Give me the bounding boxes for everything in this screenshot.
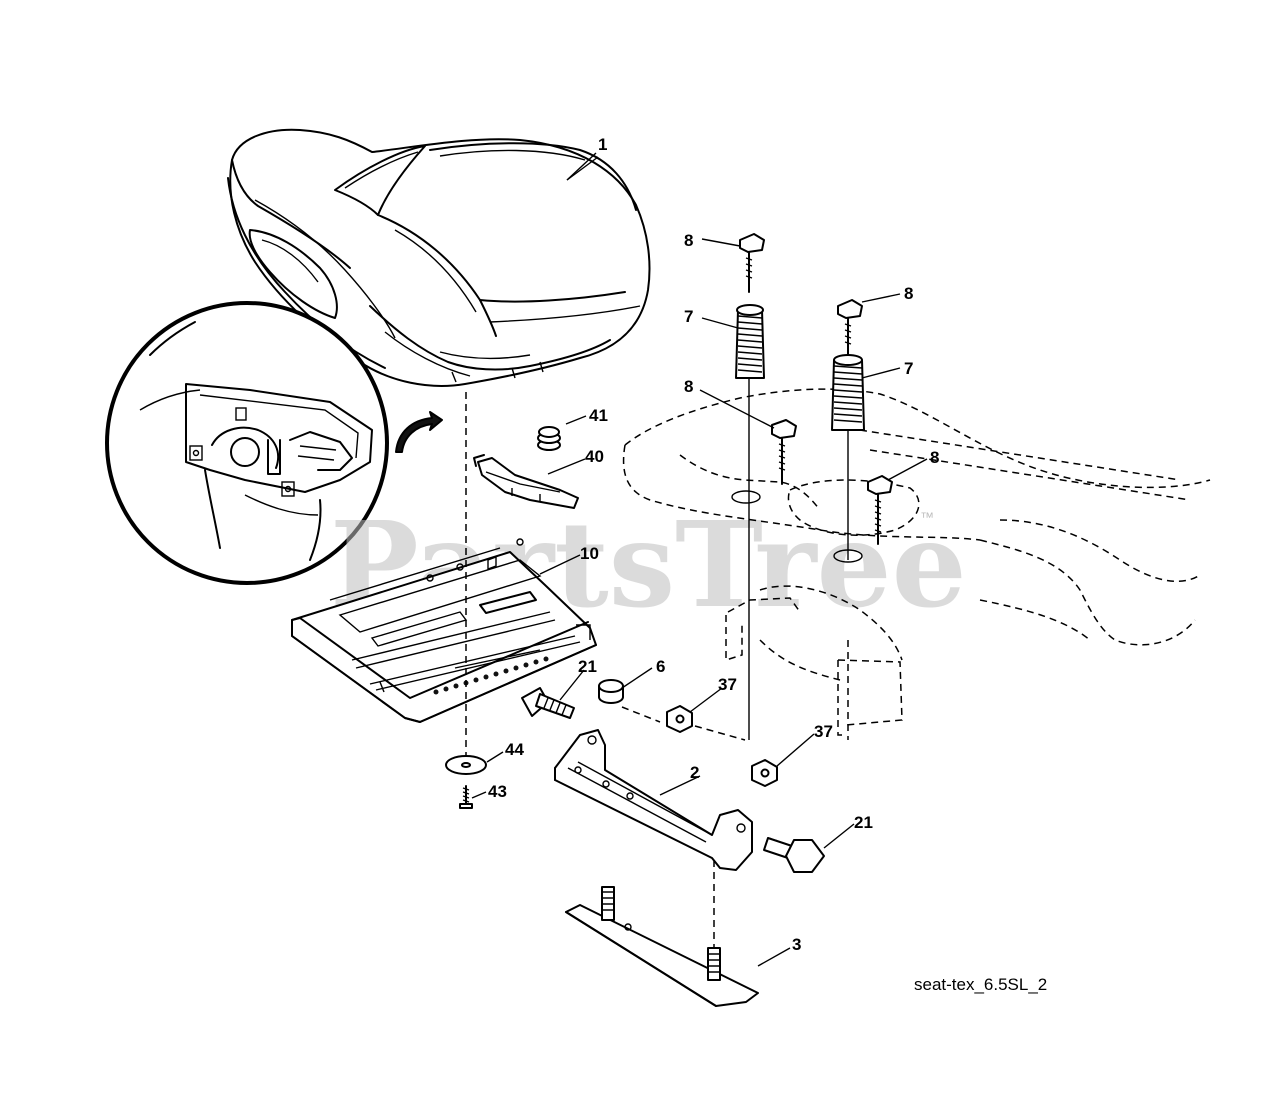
- callout-1[interactable]: 1: [598, 135, 607, 154]
- washer-44[interactable]: [445, 755, 487, 775]
- callout-7[interactable]: 7: [684, 307, 693, 326]
- bracket-2[interactable]: [554, 729, 753, 871]
- bolt-8-top-right[interactable]: [837, 299, 863, 357]
- bolt-8-mid-right[interactable]: [867, 475, 893, 545]
- callout-7[interactable]: 7: [904, 359, 913, 378]
- callout-2[interactable]: 2: [690, 763, 699, 782]
- spring-7-left[interactable]: [735, 304, 765, 379]
- spring-7-right[interactable]: [831, 354, 865, 431]
- callout-40[interactable]: 40: [585, 447, 604, 466]
- callout-8[interactable]: 8: [684, 231, 693, 250]
- axis-nut-upper: [694, 725, 746, 741]
- callout-21[interactable]: 21: [578, 657, 597, 676]
- nut-37-upper[interactable]: [666, 705, 693, 733]
- bolt-43[interactable]: [459, 785, 473, 809]
- seat[interactable]: [227, 128, 651, 387]
- callout-10[interactable]: 10: [580, 544, 599, 563]
- adjust-holes: [433, 656, 549, 695]
- callout-43[interactable]: 43: [488, 782, 507, 801]
- callout-21[interactable]: 21: [854, 813, 873, 832]
- detail-inset: [105, 301, 443, 585]
- callout-6[interactable]: 6: [656, 657, 665, 676]
- callouts: 1 8 8 7 7 8 8 41 40 10 21 6 37 37 44 43 …: [488, 135, 939, 954]
- callout-37[interactable]: 37: [718, 675, 737, 694]
- spring-41[interactable]: [537, 426, 561, 451]
- plate-3[interactable]: [565, 886, 759, 1007]
- diagram-reference: seat-tex_6.5SL_2: [914, 975, 1047, 994]
- spacer-6[interactable]: [598, 679, 624, 704]
- seat-plate[interactable]: [291, 538, 597, 723]
- callout-44[interactable]: 44: [505, 740, 524, 759]
- callout-3[interactable]: 3: [792, 935, 801, 954]
- bolt-8-mid-left[interactable]: [771, 419, 797, 485]
- bolt-21-left[interactable]: [521, 687, 575, 719]
- bolt-8-top-left[interactable]: [739, 233, 765, 293]
- axis-bolt-left: [621, 706, 661, 723]
- callout-41[interactable]: 41: [589, 406, 608, 425]
- clip-40[interactable]: [473, 454, 579, 509]
- callout-8[interactable]: 8: [904, 284, 913, 303]
- nut-37-lower[interactable]: [751, 759, 778, 787]
- trademark-symbol: ™: [920, 509, 934, 525]
- bolt-21-right[interactable]: [763, 837, 825, 873]
- callout-8[interactable]: 8: [930, 448, 939, 467]
- callout-37[interactable]: 37: [814, 722, 833, 741]
- leader-lines: [471, 152, 928, 967]
- callout-8[interactable]: 8: [684, 377, 693, 396]
